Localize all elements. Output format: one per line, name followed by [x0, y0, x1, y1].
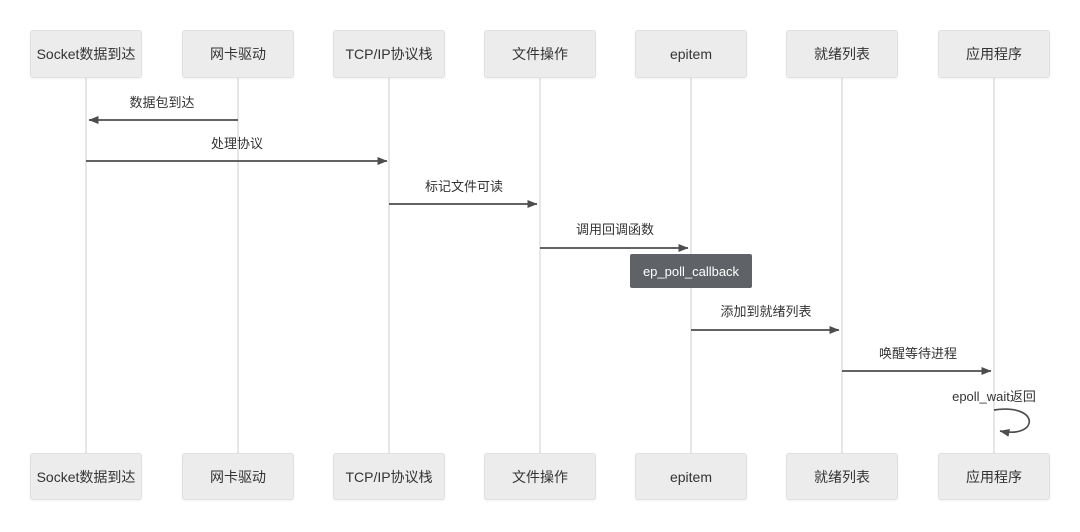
actor-label: TCP/IP协议栈 [345, 468, 433, 485]
actor-label: 文件操作 [512, 468, 568, 485]
message-label-mark-file-readable: 标记文件可读 [424, 179, 504, 194]
actor-label: Socket数据到达 [36, 468, 136, 485]
message-label-process-protocol: 处理协议 [210, 136, 264, 151]
actor-label: 网卡驱动 [210, 46, 266, 62]
actor-top-epitem: epitem [635, 30, 747, 78]
message-label-wake-waiting-process: 唤醒等待进程 [878, 346, 958, 361]
actor-label: 应用程序 [966, 46, 1022, 62]
actor-label: epitem [669, 468, 713, 485]
actor-label: 就绪列表 [814, 46, 870, 62]
actor-top-tcpip-stack: TCP/IP协议栈 [333, 30, 445, 78]
actor-bottom-tcpip-stack: TCP/IP协议栈 [333, 453, 445, 500]
arrow-epoll-wait-return-selfloop [993, 408, 1031, 437]
actor-bottom-nic-driver: 网卡驱动 [182, 453, 294, 500]
actor-label: epitem [669, 46, 713, 62]
actor-bottom-socket-data-arrival: Socket数据到达 [30, 453, 142, 500]
actor-label: 就绪列表 [814, 468, 870, 485]
callback-note: ep_poll_callback [630, 254, 752, 288]
actor-label: 文件操作 [512, 46, 568, 62]
actor-bottom-epitem: epitem [635, 453, 747, 500]
actor-top-ready-list: 就绪列表 [786, 30, 898, 78]
actor-bottom-file-operations: 文件操作 [484, 453, 596, 500]
callback-note-label: ep_poll_callback [642, 263, 740, 279]
actor-top-nic-driver: 网卡驱动 [182, 30, 294, 78]
actor-top-application: 应用程序 [938, 30, 1050, 78]
actor-label: 应用程序 [966, 468, 1022, 485]
actor-bottom-application: 应用程序 [938, 453, 1050, 500]
actor-top-file-operations: 文件操作 [484, 30, 596, 78]
actor-label: 网卡驱动 [210, 468, 266, 485]
actor-bottom-ready-list: 就绪列表 [786, 453, 898, 500]
actor-top-socket-data-arrival: Socket数据到达 [30, 30, 142, 78]
message-label-add-to-ready-list: 添加到就绪列表 [720, 304, 812, 319]
actor-label: TCP/IP协议栈 [345, 46, 433, 62]
message-label-packet-arrival: 数据包到达 [129, 95, 195, 110]
actor-label: Socket数据到达 [36, 46, 136, 62]
message-label-invoke-callback: 调用回调函数 [575, 222, 655, 237]
message-label-epoll-wait-return: epoll_wait返回 [952, 389, 1036, 404]
